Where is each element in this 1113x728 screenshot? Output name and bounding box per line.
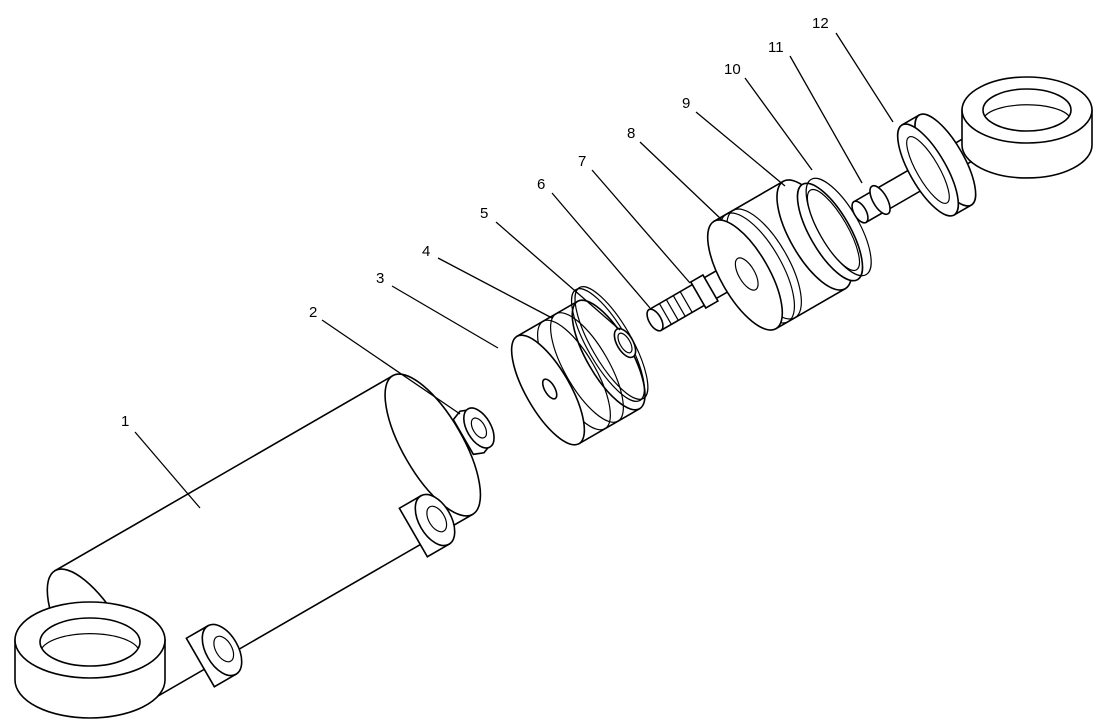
callout-1: 1 bbox=[121, 413, 129, 430]
leader-12 bbox=[835, 32, 894, 123]
callout-7: 7 bbox=[578, 153, 586, 170]
leader-11 bbox=[789, 55, 863, 184]
leader-6 bbox=[551, 192, 651, 309]
callout-2: 2 bbox=[309, 304, 317, 321]
part-3-piston bbox=[510, 299, 646, 446]
callout-3: 3 bbox=[376, 270, 384, 287]
leader-7 bbox=[591, 169, 691, 284]
leader-lines bbox=[134, 32, 894, 509]
rod-eye bbox=[961, 76, 1093, 179]
part-5-o-ring bbox=[613, 327, 637, 359]
leader-9 bbox=[695, 111, 786, 187]
leader-8 bbox=[639, 141, 723, 221]
callout-4: 4 bbox=[422, 243, 430, 260]
callout-11: 11 bbox=[768, 39, 784, 56]
part-11-ring bbox=[869, 184, 891, 216]
leader-2 bbox=[321, 319, 461, 415]
callout-10: 10 bbox=[724, 61, 741, 78]
part-2-nut bbox=[452, 407, 495, 456]
leader-3 bbox=[391, 285, 499, 349]
callout-5: 5 bbox=[480, 205, 488, 222]
leader-1 bbox=[134, 431, 201, 509]
leader-4 bbox=[437, 257, 553, 319]
part-9-10-wiper bbox=[796, 177, 872, 282]
callout-12: 12 bbox=[812, 15, 829, 32]
part-12-seal bbox=[896, 113, 977, 217]
part-8-gland bbox=[706, 179, 853, 331]
callout-labels: 1 2 3 4 5 6 7 8 9 10 11 12 bbox=[121, 15, 829, 430]
leader-5 bbox=[495, 221, 621, 331]
part-1-cylinder-barrel bbox=[14, 373, 482, 719]
leader-10 bbox=[744, 77, 813, 171]
callout-9: 9 bbox=[682, 95, 690, 112]
callout-8: 8 bbox=[627, 125, 635, 142]
callout-6: 6 bbox=[537, 176, 545, 193]
